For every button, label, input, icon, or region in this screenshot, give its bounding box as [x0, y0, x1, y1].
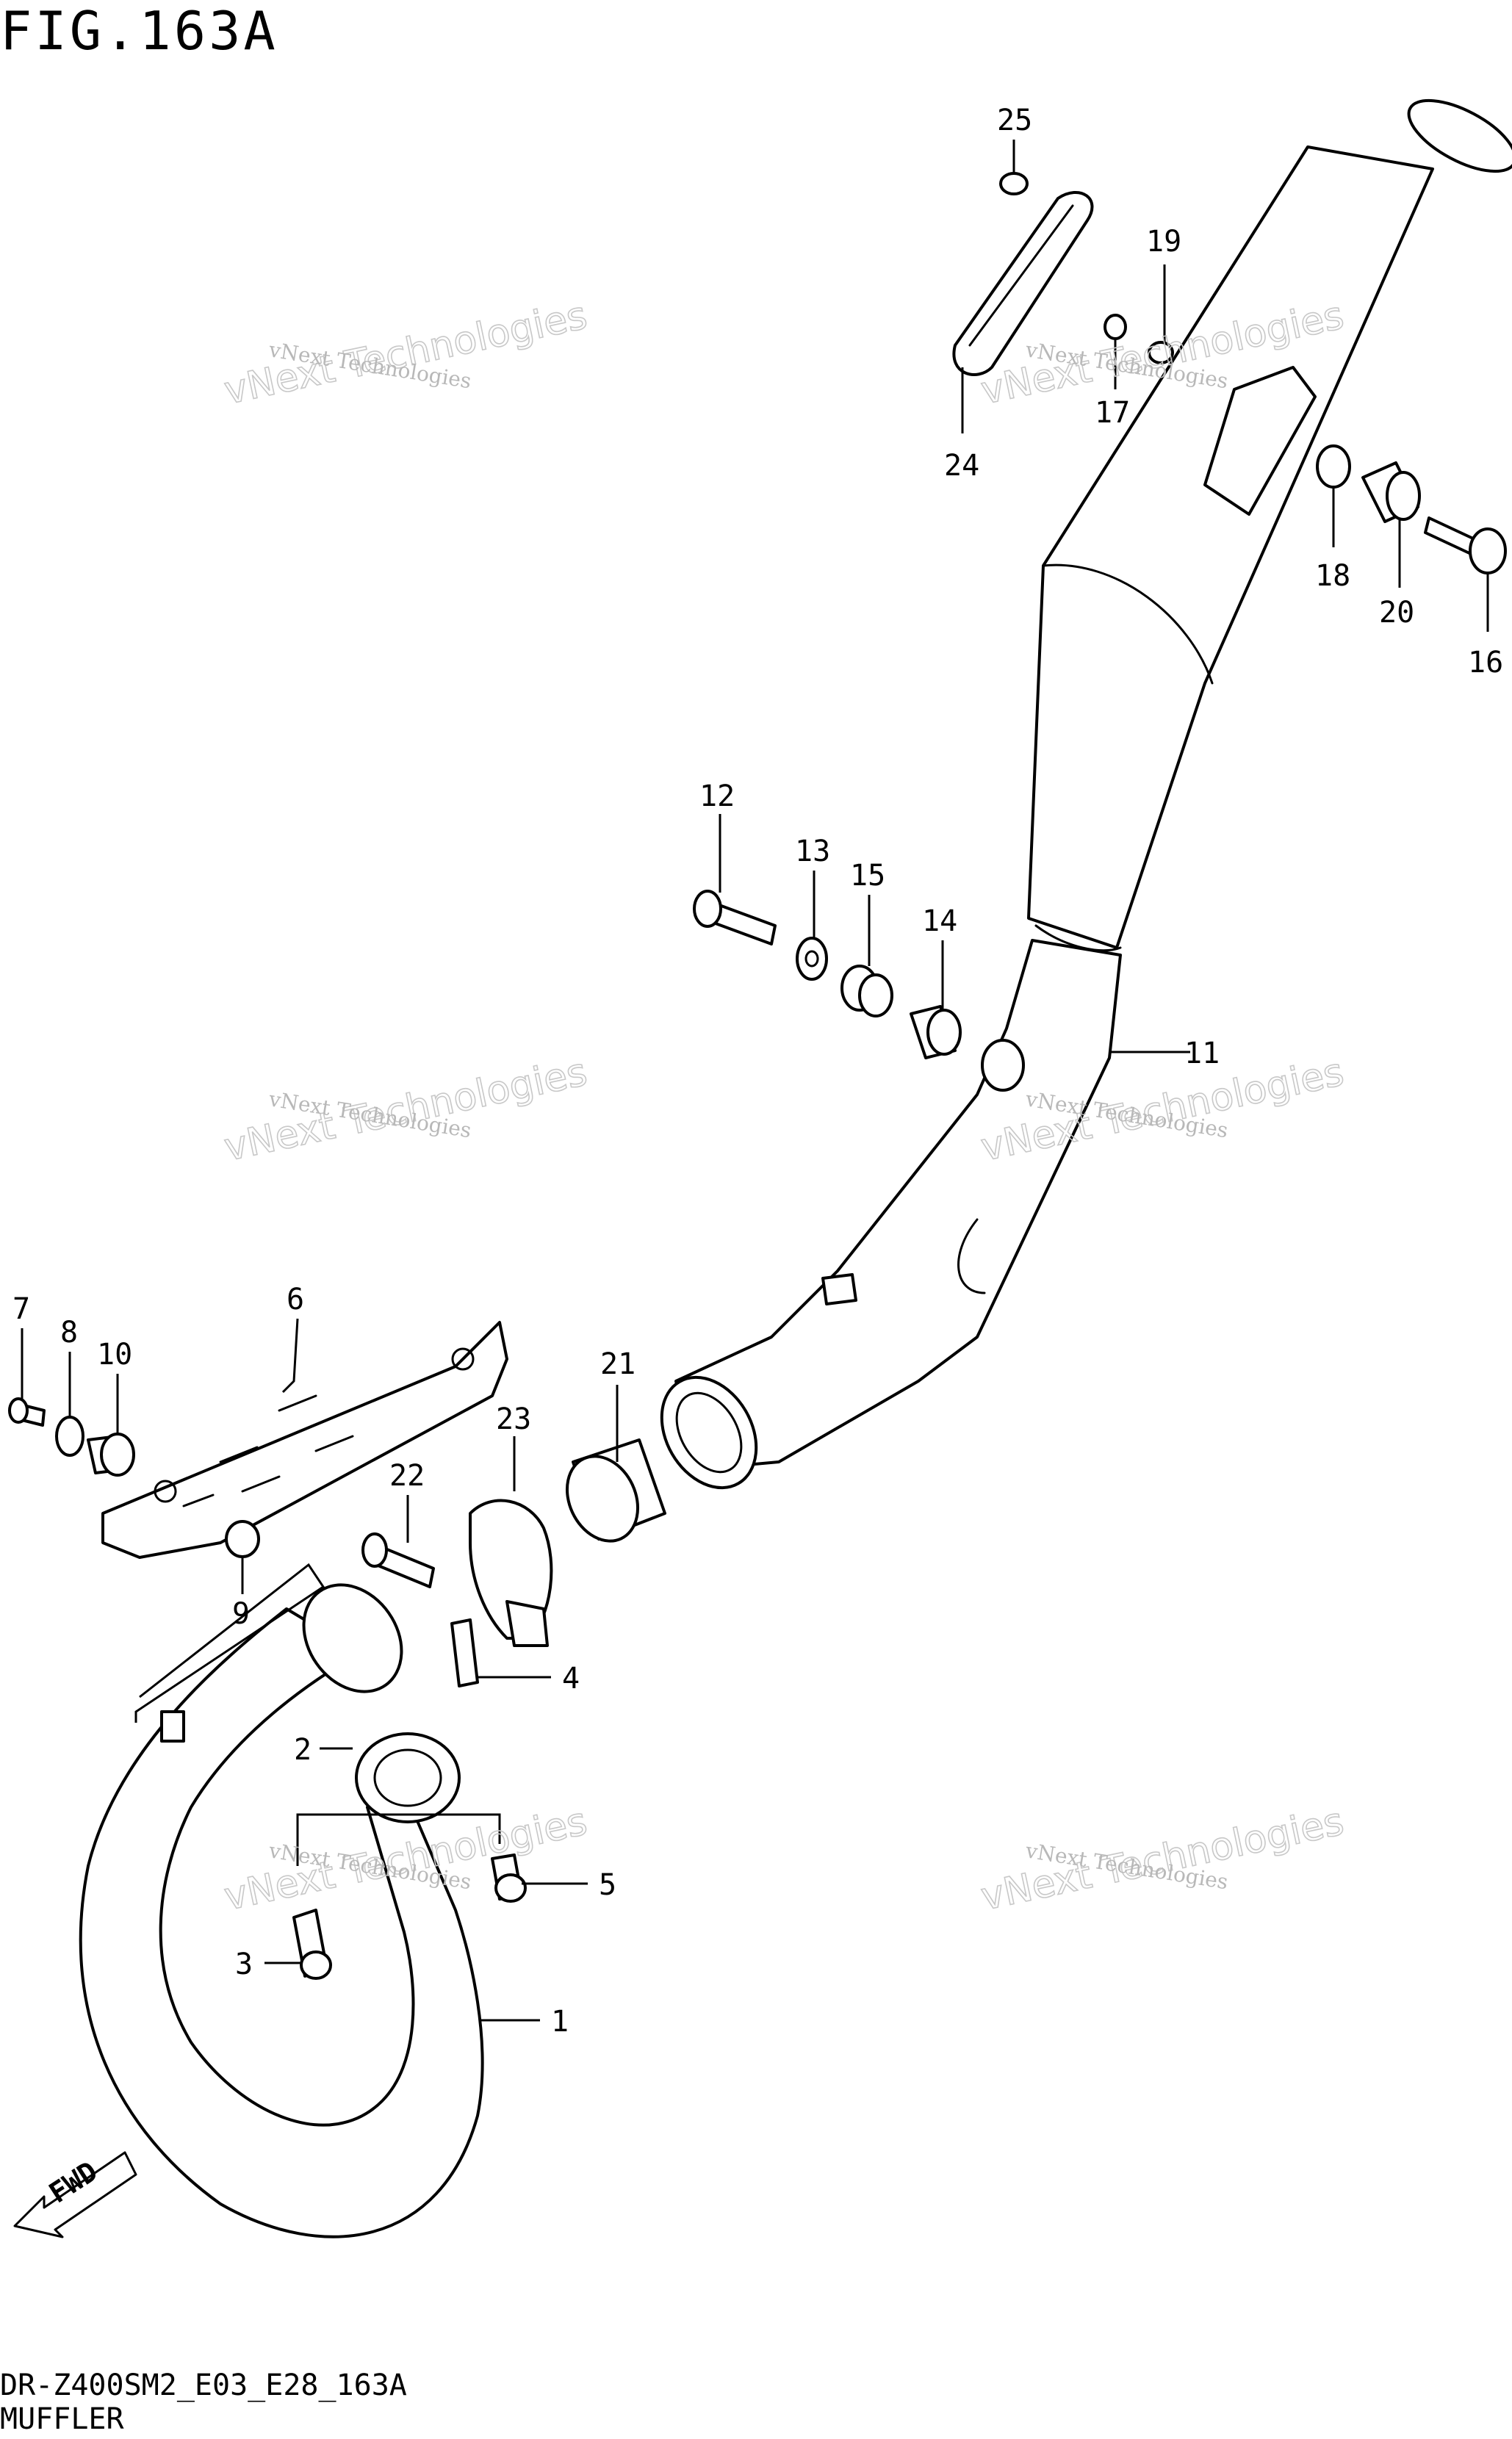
callout-23: 23: [496, 1402, 531, 1436]
callout-17: 17: [1095, 396, 1130, 430]
callout-20: 20: [1379, 596, 1414, 630]
fasteners: [8, 172, 1507, 1980]
callout-2: 2: [294, 1733, 312, 1767]
heat-shield: [101, 1321, 508, 1559]
callout-18: 18: [1315, 559, 1350, 593]
callout-13: 13: [795, 835, 830, 868]
callout-labels: 1 2 3 4 5 6 7 8 9 10 11 12 13 14 15 16 1…: [12, 104, 1503, 2039]
callout-19: 19: [1146, 225, 1181, 259]
callout-25: 25: [997, 104, 1032, 137]
callout-16: 16: [1468, 646, 1503, 680]
callout-24: 24: [944, 449, 979, 483]
callout-8: 8: [60, 1316, 78, 1350]
callout-6: 6: [287, 1283, 304, 1316]
callout-5: 5: [599, 1868, 616, 1902]
callout-14: 14: [922, 904, 957, 938]
muffler-assembly: [660, 98, 1512, 1490]
model-code: DR-Z400SM2_E03_E28_163A: [0, 2368, 407, 2402]
connector-and-clamp: [469, 1438, 666, 1647]
exhaust-pipe: [79, 1583, 484, 2238]
callout-15: 15: [850, 859, 885, 893]
callout-11: 11: [1184, 1037, 1220, 1070]
section-name: MUFFLER: [0, 2402, 124, 2436]
callout-21: 21: [600, 1347, 636, 1381]
callout-3: 3: [235, 1948, 253, 1981]
callout-10: 10: [97, 1338, 132, 1372]
callout-1: 1: [551, 2005, 569, 2039]
leader-lines: [21, 140, 1489, 2022]
callout-7: 7: [12, 1292, 30, 1326]
callout-4: 4: [562, 1662, 580, 1696]
callout-12: 12: [699, 779, 735, 813]
callout-22: 22: [389, 1459, 425, 1493]
callout-9: 9: [232, 1597, 250, 1631]
fwd-arrow: FWD: [13, 2151, 137, 2238]
figure-title: FIG.163A: [0, 0, 278, 62]
